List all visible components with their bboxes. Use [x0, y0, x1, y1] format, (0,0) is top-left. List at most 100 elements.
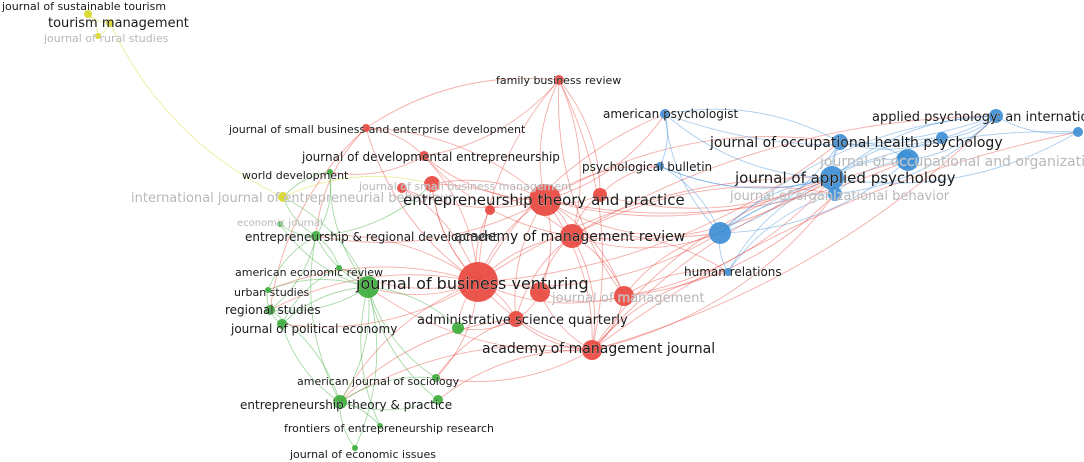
node-jbv[interactable] [458, 262, 498, 302]
edge [839, 115, 997, 147]
node-label-jpe: journal of political economy [230, 322, 397, 336]
edge [664, 113, 721, 234]
node-b2[interactable] [936, 132, 948, 144]
node-os[interactable] [593, 188, 607, 202]
node-etp2[interactable] [333, 395, 347, 409]
node-jsbed[interactable] [362, 124, 370, 132]
node-sbe[interactable] [357, 276, 379, 298]
edge [623, 193, 836, 297]
edge [571, 233, 729, 273]
node-amr[interactable] [560, 224, 584, 248]
edge [315, 183, 433, 237]
node-pb[interactable] [656, 162, 664, 170]
edge [339, 399, 439, 411]
edge [659, 165, 833, 189]
node-g1[interactable] [452, 322, 464, 334]
edge [623, 177, 833, 297]
node-ej[interactable] [277, 221, 283, 227]
node-ajs[interactable] [432, 374, 440, 382]
node-label-apir: applied psychology: an international rev… [872, 110, 1084, 125]
edge [623, 270, 729, 297]
node-label-fbr: family business review [496, 74, 621, 87]
node-label-fer: frontiers of entrepreneurship research [284, 422, 494, 435]
node-jap[interactable] [820, 166, 844, 190]
node-label-jbv: journal of business venturing [355, 274, 589, 293]
node-label-tm: tourism management [48, 16, 189, 31]
edge [477, 113, 666, 283]
edge [831, 137, 943, 179]
edge [365, 127, 479, 283]
edge [367, 286, 593, 352]
node-jpe[interactable] [277, 319, 287, 329]
node-label-jde: journal of developmental entrepreneurshi… [301, 150, 560, 164]
node-b3[interactable] [1073, 127, 1083, 137]
edge [544, 136, 841, 201]
node-fer[interactable] [377, 423, 383, 429]
edge [834, 115, 997, 195]
node-label-etp: entrepreneurship theory and practice [403, 191, 685, 209]
edge [477, 232, 721, 287]
node-jst[interactable] [84, 10, 92, 18]
node-r2[interactable] [485, 205, 495, 215]
node-fbr[interactable] [554, 75, 564, 85]
node-label-jst: journal of sustainable tourism [1, 0, 166, 13]
edge [367, 286, 459, 329]
node-label-jocp: journal of occupational and organization… [819, 154, 1084, 170]
edge [659, 113, 668, 167]
node-jrs[interactable] [95, 33, 101, 39]
node-johp[interactable] [832, 134, 848, 150]
edge [310, 235, 341, 403]
edge [544, 177, 833, 217]
node-apir[interactable] [989, 109, 1003, 123]
node-r1[interactable] [397, 183, 407, 193]
node-asq[interactable] [508, 311, 524, 327]
edge [281, 267, 340, 325]
node-ijeb[interactable] [278, 192, 288, 202]
node-hr[interactable] [724, 268, 732, 276]
node-erd[interactable] [311, 231, 321, 241]
edge [267, 235, 317, 291]
edge [995, 115, 1079, 134]
node-job[interactable] [828, 187, 842, 201]
edge [269, 235, 317, 311]
edge [571, 115, 997, 237]
edge [281, 323, 341, 403]
node-b1[interactable] [709, 222, 731, 244]
edge [664, 108, 841, 143]
node-tm[interactable] [106, 19, 114, 27]
edge [329, 155, 425, 175]
node-wd[interactable] [327, 169, 333, 175]
node-ap[interactable] [660, 109, 670, 119]
node-amj[interactable] [582, 340, 602, 360]
node-jde[interactable] [419, 151, 429, 161]
node-label-asq: administrative science quarterly [417, 313, 628, 328]
edge [267, 266, 479, 291]
edge [339, 376, 437, 403]
edge [315, 199, 546, 243]
edge [719, 115, 997, 234]
node-label-jrs: journal of rural studies [43, 32, 169, 45]
node-smj[interactable] [530, 282, 550, 302]
node-us[interactable] [265, 287, 271, 293]
node-aer[interactable] [336, 265, 342, 271]
node-label-ijeb: international journal of entrepreneurial… [131, 191, 454, 206]
node-jei[interactable] [352, 445, 358, 451]
node-jsbm[interactable] [424, 176, 440, 192]
edge [544, 159, 909, 214]
node-label-etp2: entrepreneurship theory & practice [240, 398, 452, 412]
edge [591, 159, 909, 351]
node-jom[interactable] [614, 286, 634, 306]
nodes-layer [84, 10, 1083, 451]
edge [339, 318, 517, 403]
node-rs[interactable] [265, 305, 275, 315]
node-g2[interactable] [433, 395, 443, 405]
node-etp[interactable] [529, 184, 561, 216]
edge [544, 199, 721, 237]
node-label-ap: american psychologist [603, 107, 738, 121]
edge [477, 141, 841, 283]
edge [282, 175, 433, 198]
node-ob_big[interactable] [897, 149, 919, 171]
edge [423, 79, 560, 157]
edge [544, 113, 666, 201]
